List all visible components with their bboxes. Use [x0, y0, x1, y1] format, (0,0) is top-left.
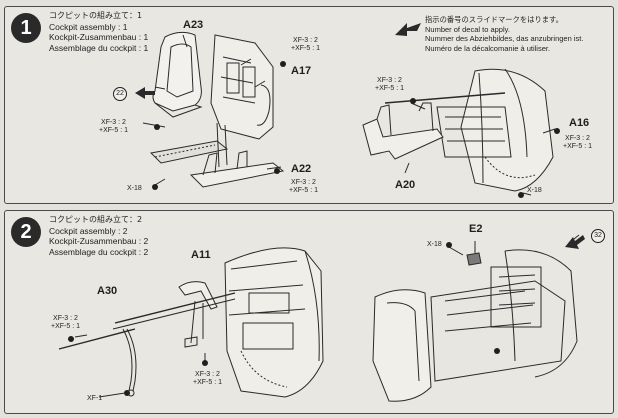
- step-2-title-de: Kockpit-Zusammenbau : 2: [49, 236, 149, 246]
- paint-line: +XF-5 : 1: [99, 127, 128, 134]
- part-label-a22: A22: [291, 163, 312, 175]
- part-label-a30: A30: [97, 285, 118, 297]
- part-label-a20: A20: [395, 179, 416, 191]
- decal-note-fr: Numéro de la décalcomanie à utiliser.: [425, 43, 551, 53]
- step-1-number-badge: 1: [11, 13, 41, 43]
- paint-callout-x18: X-18: [427, 241, 442, 248]
- step-1-title-de: Kockpit-Zusammenbau : 1: [49, 32, 149, 42]
- step-2-panel: 2 コクピットの組み立て：2 Cockpit assembly : 2 Kock…: [4, 210, 614, 414]
- paint-line: XF-3 : 2: [101, 119, 126, 126]
- step-1-title-fr: Assemblage du cockpit : 1: [49, 42, 149, 53]
- paint-callout-4: XF-3 : 2 +XF-5 : 1: [375, 77, 404, 93]
- step-1-title-jp: コクピットの組み立て：1: [49, 11, 143, 20]
- paint-callout-x18-b: X-18: [527, 187, 542, 194]
- decal-note-de: Nummer des Abziehbildes, das anzubringen…: [425, 34, 584, 43]
- paint-callout-5: XF-3 : 2 +XF-5 : 1: [563, 135, 592, 151]
- paint-callout-2: XF-3 : 2 +XF-5 : 1: [193, 371, 222, 387]
- step-1-line-art: [135, 31, 560, 198]
- step-2-titles: コクピットの組み立て：2 Cockpit assembly : 2 Kockpi…: [49, 215, 148, 257]
- decal-number-22: 22: [113, 87, 127, 101]
- paint-line: +XF-5 : 1: [193, 379, 222, 386]
- paint-callout-2: XF-3 : 2 +XF-5 : 1: [99, 119, 128, 135]
- paint-line: +XF-5 : 1: [51, 323, 80, 330]
- paint-line: XF-3 : 2: [53, 315, 78, 322]
- step-2-number-badge: 2: [11, 217, 41, 247]
- part-label-a23: A23: [183, 19, 204, 31]
- paint-callout-1: XF-3 : 2 +XF-5 : 1: [291, 37, 320, 53]
- paint-line: +XF-5 : 1: [375, 85, 404, 92]
- step-2-title-fr: Assemblage du cockpit : 2: [49, 246, 149, 257]
- decal-number-32: 32: [591, 229, 605, 243]
- paint-line: XF-3 : 2: [291, 179, 316, 186]
- decal-note: 指示の番号のスライドマークをはります。 Number of decal to a…: [425, 15, 611, 53]
- part-label-a16: A16: [569, 117, 590, 129]
- step-1-title-en: Cockpit assembly : 1: [49, 21, 128, 32]
- paint-callout-xf1: XF-1: [87, 395, 103, 402]
- step-1-panel: 1 コクピットの組み立て：1 Cockpit assembly : 1 Kock…: [4, 6, 614, 204]
- paint-line: +XF-5 : 1: [563, 143, 592, 150]
- part-label-a11: A11: [191, 249, 211, 261]
- decal-arrow-icon: [395, 23, 421, 36]
- paint-callout-3: XF-3 : 2 +XF-5 : 1: [289, 179, 318, 195]
- part-label-a17: A17: [291, 65, 312, 77]
- paint-callout-1: XF-3 : 2 +XF-5 : 1: [51, 315, 80, 331]
- paint-line: +XF-5 : 1: [289, 187, 318, 194]
- decal-note-en: Number of decal to apply.: [425, 24, 510, 34]
- paint-line: XF-3 : 2: [565, 135, 590, 142]
- step-2-title-jp: コクピットの組み立て：2: [49, 215, 143, 224]
- step-2-title-en: Cockpit assembly : 2: [49, 225, 128, 236]
- paint-line: +XF-5 : 1: [291, 45, 320, 52]
- paint-line: XF-3 : 2: [195, 371, 220, 378]
- step-2-line-art: [58, 234, 585, 402]
- step-1-titles: コクピットの組み立て：1 Cockpit assembly : 1 Kockpi…: [49, 11, 148, 53]
- paint-callout-x18-a: X-18: [127, 185, 142, 192]
- part-label-e2: E2: [469, 223, 483, 235]
- paint-line: XF-3 : 2: [377, 77, 402, 84]
- paint-line: XF-3 : 2: [293, 37, 318, 44]
- decal-note-jp: 指示の番号のスライドマークをはります。: [425, 15, 563, 24]
